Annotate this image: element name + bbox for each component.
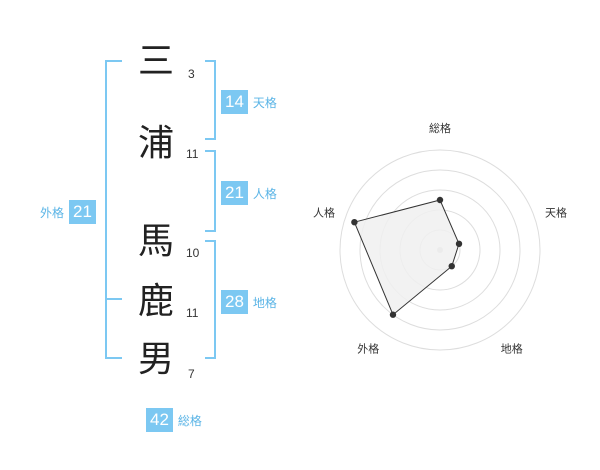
jinkaku-bracket-top — [205, 150, 216, 152]
gaikaku-bracket-top — [105, 60, 122, 62]
radar-axis-label-3: 外格 — [357, 342, 379, 356]
radar-axis-label-2: 地格 — [501, 342, 523, 356]
tenkaku-label: 天格 — [252, 95, 277, 110]
chikaku-bracket-bottom — [205, 357, 216, 359]
radar-ring — [339, 149, 541, 351]
jinkaku-bracket-bottom — [205, 230, 216, 232]
jinkaku-label: 人格 — [252, 186, 277, 201]
soukaku-value: 42 — [146, 408, 173, 432]
radar-point-3 — [389, 311, 397, 318]
stroke-count-4: 11 — [186, 306, 199, 320]
soukaku-label: 総格 — [177, 413, 202, 428]
stroke-count-3: 10 — [186, 246, 200, 260]
tenkaku-bracket-vertical — [214, 60, 216, 140]
tenkaku-value: 14 — [221, 90, 248, 114]
stroke-count-1: 3 — [188, 67, 195, 81]
name-char-5: 男 — [137, 339, 174, 380]
name-char-3: 馬 — [137, 221, 174, 262]
radar-axis-label-0: 総格 — [429, 121, 451, 135]
name-char-4: 鹿 — [137, 281, 174, 322]
chikaku-value: 28 — [221, 290, 248, 314]
tenkaku-bracket-top — [205, 60, 216, 62]
gaikaku-value: 21 — [69, 200, 96, 224]
radar-point-2 — [448, 262, 455, 270]
chikaku-bracket-top — [205, 240, 216, 242]
radar-ring — [359, 169, 521, 331]
gaikaku-label: 外格 — [40, 205, 65, 220]
stroke-count-5: 7 — [188, 367, 195, 381]
tenkaku-bracket-bottom — [205, 138, 216, 140]
radar-axis-label-4: 人格 — [313, 205, 335, 219]
radar-polygon-group — [353, 199, 460, 316]
gaikaku-bracket-bottom — [105, 357, 122, 359]
radar-point-0 — [436, 196, 444, 204]
soukaku-badge: 42 総格 — [146, 408, 202, 432]
gaikaku-bracket-mid — [105, 298, 122, 300]
jinkaku-value: 21 — [221, 181, 248, 205]
radar-axis-label-1: 天格 — [545, 205, 567, 219]
name-char-2: 浦 — [137, 123, 174, 164]
name-char-1: 三 — [137, 41, 174, 82]
gaikaku-badge: 21 外格 — [40, 200, 96, 224]
radar-point-1 — [455, 240, 463, 248]
tenkaku-badge: 14 天格 — [221, 90, 277, 114]
radar-point-4 — [351, 218, 358, 226]
radar-points — [351, 196, 463, 318]
jinkaku-bracket-vertical — [214, 150, 216, 232]
chikaku-label: 地格 — [252, 295, 277, 310]
jinkaku-badge: 21 人格 — [221, 181, 277, 205]
gaikaku-bracket-vertical — [105, 60, 107, 359]
radar-polygon — [353, 199, 460, 316]
stroke-count-2: 11 — [186, 147, 199, 161]
chikaku-bracket-vertical — [214, 240, 216, 359]
chikaku-badge: 28 地格 — [221, 290, 277, 314]
